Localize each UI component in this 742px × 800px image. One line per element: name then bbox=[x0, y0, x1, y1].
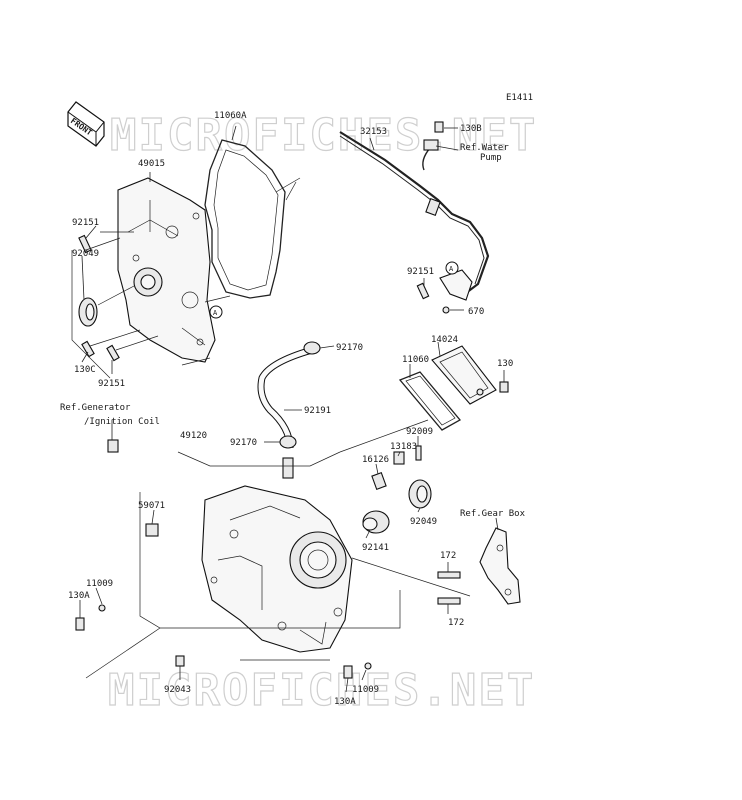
part-11009-washer-a bbox=[98, 604, 106, 612]
part-49120-crankcase bbox=[201, 485, 353, 653]
label-92043: 92043 bbox=[164, 685, 191, 695]
label-16126: 16126 bbox=[362, 455, 389, 465]
label-11060: 11060 bbox=[402, 355, 429, 365]
part-92049-seal-a bbox=[78, 285, 135, 327]
ref-gear-box: Ref.Gear Box bbox=[460, 509, 526, 519]
label-92170-b: 92170 bbox=[230, 438, 257, 448]
label-172-a: 172 bbox=[440, 551, 456, 561]
part-32153-pipe bbox=[339, 131, 490, 297]
label-32153: 32153 bbox=[360, 127, 387, 137]
part-49015-cover bbox=[117, 177, 216, 363]
label-670: 670 bbox=[468, 307, 484, 317]
label-92191: 92191 bbox=[304, 406, 331, 416]
part-172-stud-b bbox=[437, 597, 461, 605]
part-92043-pin bbox=[175, 655, 185, 667]
part-130-bolt bbox=[499, 381, 509, 393]
watermark-top: MICROFICHES.NET bbox=[110, 110, 537, 161]
part-92141-bushing bbox=[362, 510, 390, 534]
part-92009-screw bbox=[415, 445, 422, 461]
label-130B: 130B bbox=[460, 124, 482, 134]
part-92170-clamp-a bbox=[303, 341, 321, 355]
part-130B-bolt bbox=[422, 121, 444, 171]
part-92191-hose bbox=[257, 346, 313, 449]
label-14024: 14024 bbox=[431, 335, 458, 345]
part-130A-bolt-a bbox=[75, 617, 85, 631]
part-13183 bbox=[393, 451, 405, 465]
label-130: 130 bbox=[497, 359, 513, 369]
part-11060-gasket bbox=[398, 371, 462, 431]
label-59071: 59071 bbox=[138, 501, 165, 511]
label-92009: 92009 bbox=[406, 427, 433, 437]
part-11009-washer-b bbox=[364, 662, 372, 670]
label-92170-a: 92170 bbox=[336, 343, 363, 353]
part-breather-fitting bbox=[282, 457, 294, 479]
part-670-bracket bbox=[439, 269, 473, 314]
label-92049-a: 92049 bbox=[72, 249, 99, 259]
label-92151-c: 92151 bbox=[407, 267, 434, 277]
gear-box-bracket bbox=[479, 527, 521, 605]
ref-generator-1: Ref.Generator bbox=[60, 403, 131, 413]
label-130A-b: 130A bbox=[334, 697, 356, 707]
label-92049-b: 92049 bbox=[410, 517, 437, 527]
label-49015: 49015 bbox=[138, 159, 165, 169]
ref-marker-a2: A bbox=[449, 265, 454, 273]
label-11009-a: 11009 bbox=[86, 579, 113, 589]
ref-marker-a1: A bbox=[213, 309, 218, 317]
label-92151-b: 92151 bbox=[98, 379, 125, 389]
watermark-bottom: MICROFICHES.NET bbox=[108, 665, 535, 716]
part-11060A-gasket bbox=[204, 139, 286, 299]
part-92151-bolt-c bbox=[416, 282, 430, 300]
label-130C: 130C bbox=[74, 365, 96, 375]
part-59071-sensor bbox=[145, 523, 159, 537]
label-130A-a: 130A bbox=[68, 591, 90, 601]
label-13183: 13183 bbox=[390, 442, 417, 452]
label-92151-a: 92151 bbox=[72, 218, 99, 228]
ref-water-pump-2: Pump bbox=[480, 153, 502, 163]
part-92170-clamp-b bbox=[279, 435, 297, 449]
label-92141: 92141 bbox=[362, 543, 389, 553]
part-92151-bolt-b bbox=[106, 335, 159, 362]
part-130C-bolt bbox=[81, 329, 141, 358]
label-11009-b: 11009 bbox=[352, 685, 379, 695]
part-ref-generator-bolt bbox=[107, 439, 119, 453]
part-92151-bolt-a bbox=[78, 234, 121, 254]
diagram-code: E1411 bbox=[506, 93, 533, 103]
part-14024-cover bbox=[431, 345, 497, 405]
ref-water-pump-1: Ref.Water bbox=[460, 143, 509, 153]
part-16126-pin bbox=[371, 472, 387, 490]
part-172-stud-a bbox=[437, 571, 461, 579]
label-172-b: 172 bbox=[448, 618, 464, 628]
part-92049-seal-b bbox=[408, 479, 432, 509]
front-arrow-icon bbox=[67, 101, 105, 147]
label-11060A: 11060A bbox=[214, 111, 247, 121]
label-49120: 49120 bbox=[180, 431, 207, 441]
part-130A-bolt-b bbox=[343, 665, 353, 679]
ref-generator-2: /Ignition Coil bbox=[84, 417, 160, 427]
